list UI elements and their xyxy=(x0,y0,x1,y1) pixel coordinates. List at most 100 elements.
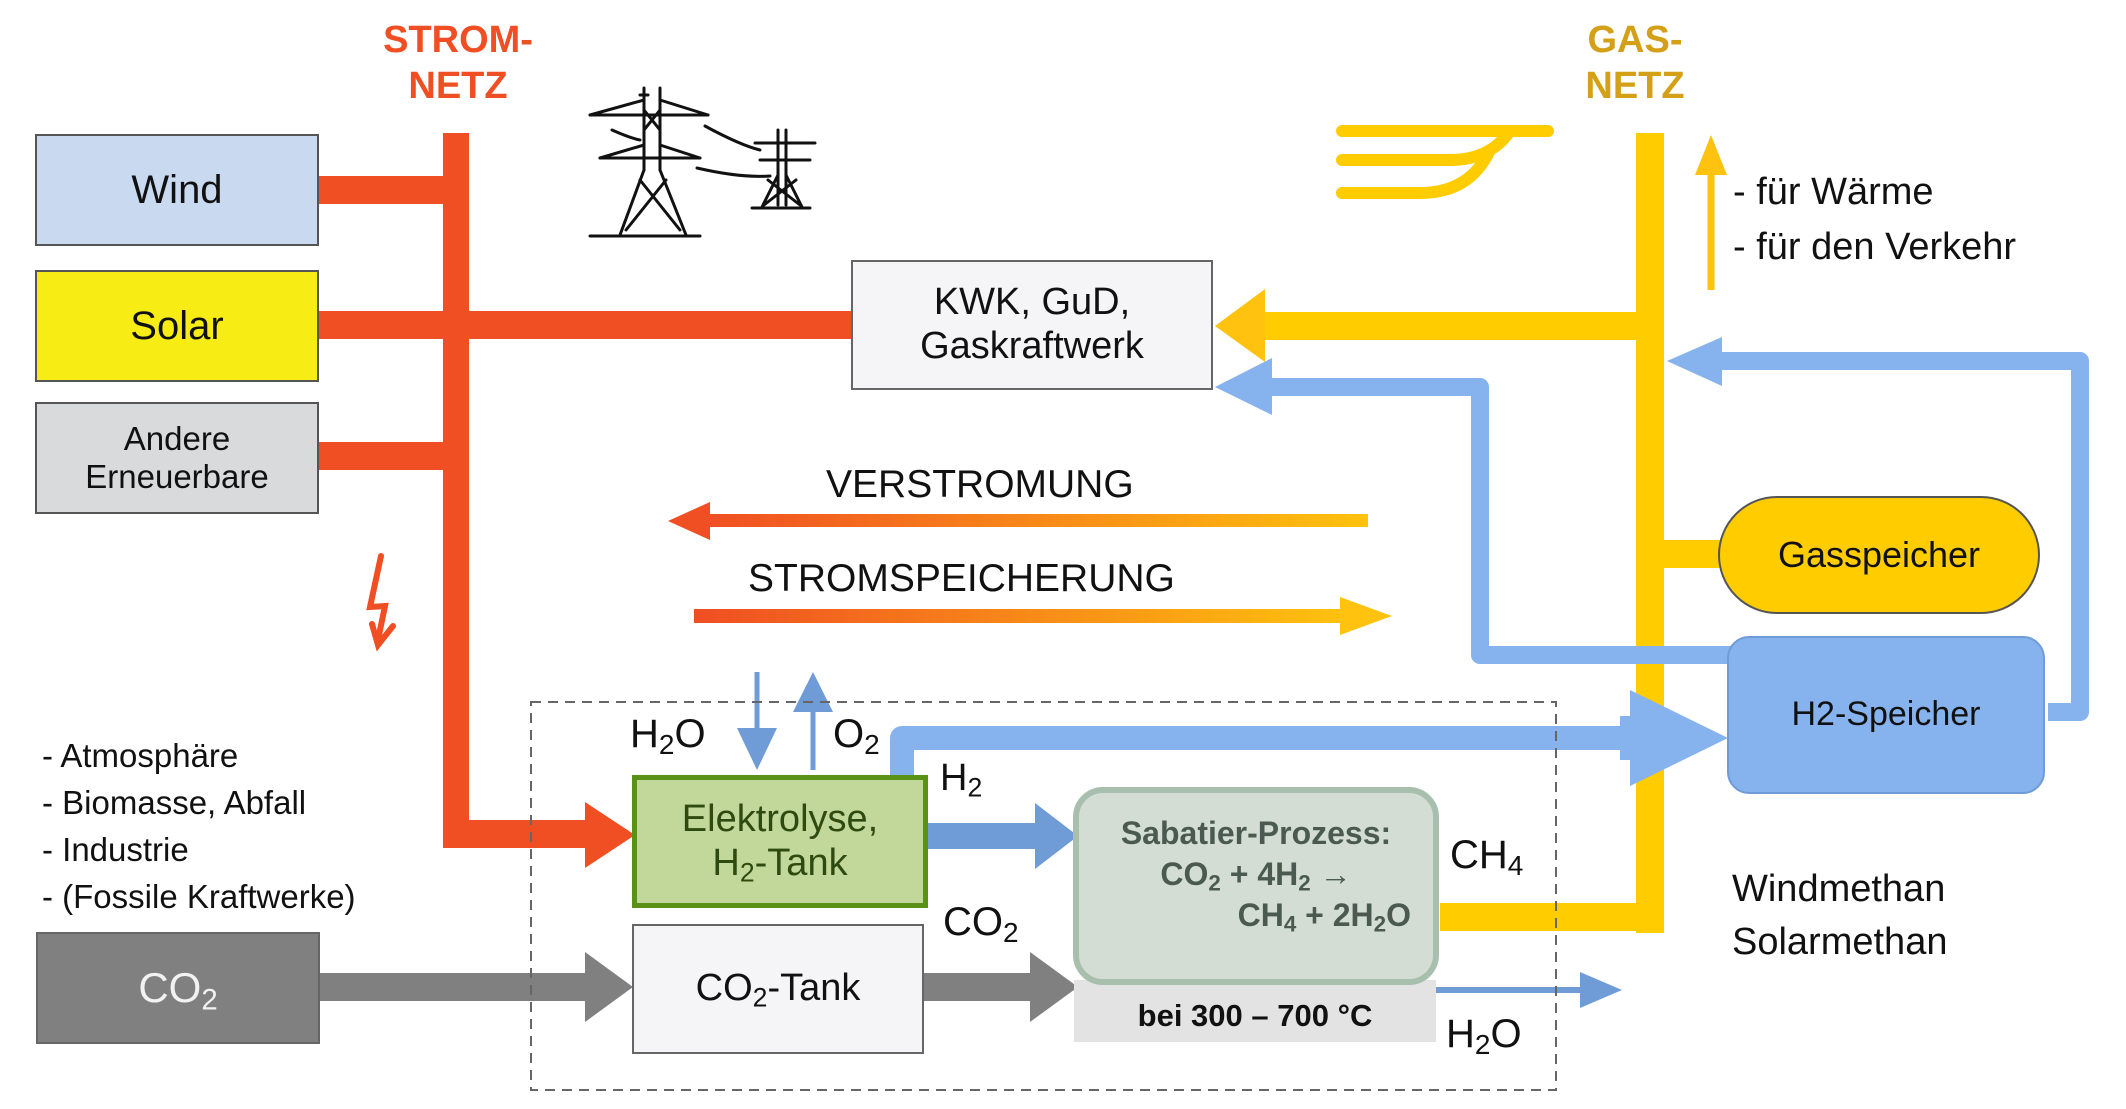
co2-sources-list: - Atmosphäre - Biomasse, Abfall - Indust… xyxy=(42,733,356,920)
sabatier-equation-line1: CO2 + 4H2 → xyxy=(1160,855,1352,896)
co2-source-atmosphere: - Atmosphäre xyxy=(42,737,239,774)
sabatier-temperature: bei 300 – 700 °C xyxy=(1137,998,1373,1034)
formula-text: → xyxy=(1310,855,1352,892)
result-labels: Windmethan Solarmethan xyxy=(1732,863,1947,969)
formula-subscript: 2 xyxy=(1298,870,1311,896)
co2-tank-sub: 2 xyxy=(752,982,768,1013)
verstromung-arrow-shaft xyxy=(700,514,1368,527)
h2-to-sabatier-pipe xyxy=(925,823,1040,849)
andere-label-line1: Andere xyxy=(123,420,231,458)
co2-to-sabatier-arrowhead xyxy=(1030,952,1078,1022)
formula-subscript: 2 xyxy=(658,729,675,760)
sabatier-equation-line2: CH4 + 2H2O xyxy=(1238,896,1411,937)
solar-label: Solar xyxy=(130,304,224,348)
verstromung-label: VERSTROMUNG xyxy=(826,463,1134,506)
co2-source-label-sub: 2 xyxy=(201,983,218,1017)
formula-subscript: 2 xyxy=(967,772,983,803)
co2-source-to-tank-pipe xyxy=(318,973,593,1001)
gasspeicher-connector xyxy=(1660,540,1722,568)
stromspeicherung-label: STROMSPEICHERUNG xyxy=(748,557,1175,600)
formula-text: CO xyxy=(943,900,1003,944)
elektrolyse-to-h2-speicher-pipe xyxy=(890,726,1640,790)
solar-box: Solar xyxy=(35,270,319,382)
h2-to-gasnetz-arrowhead xyxy=(1667,337,1722,386)
co2-pipes xyxy=(318,952,1078,1022)
solarmethan-label: Solarmethan xyxy=(1732,921,1948,964)
elektrolyse-h: H xyxy=(712,841,740,884)
solar-to-kwk-connector xyxy=(318,311,853,339)
formula-text: + 2H xyxy=(1296,896,1374,933)
lightning-icon xyxy=(366,553,396,652)
co2-label: CO2 xyxy=(943,900,1019,947)
verstromung-arrowhead xyxy=(668,502,710,540)
formula-subscript: 4 xyxy=(1283,911,1297,937)
gasspeicher-label: Gasspeicher xyxy=(1777,534,1981,576)
gas-use-heat: - für Wärme xyxy=(1733,171,1934,213)
strom-netz-pipes xyxy=(318,133,853,868)
kwk-label-line2: Gaskraftwerk xyxy=(920,325,1144,367)
o2-out-arrowhead xyxy=(793,672,833,712)
andere-label-line2: Erneuerbare xyxy=(85,458,269,495)
gas-netz-vertical-bus xyxy=(1636,133,1664,933)
formula-text: H xyxy=(1446,1012,1475,1056)
co2-source-label-main: CO xyxy=(138,963,202,1011)
formula-subscript: 2 xyxy=(864,729,880,760)
gas-netz-title-line1: GAS- xyxy=(1587,19,1683,61)
formula-subscript: 2 xyxy=(1373,911,1387,937)
elektrolyse-label-line2: H2-Tank xyxy=(712,842,847,886)
strom-to-elektrolyse-pipe xyxy=(443,820,593,848)
gas-usage-arrowhead xyxy=(1695,135,1727,175)
wind-box: Wind xyxy=(35,134,319,246)
formula-subscript: 2 xyxy=(1208,870,1221,896)
sabatier-process-box: Sabatier-Prozess: CO2 + 4H2 → CH4 + 2H2O xyxy=(1073,787,1439,985)
gas-pipeline-icon xyxy=(1336,125,1554,199)
formula-text: CH xyxy=(1450,833,1508,877)
formula-text: + 4H xyxy=(1220,855,1299,892)
co2-tank-to-sabatier-pipe xyxy=(922,973,1037,1001)
formula-subscript: 2 xyxy=(1003,917,1019,948)
andere-erneuerbare-box: Andere Erneuerbare xyxy=(35,402,319,514)
elektrolyse-label-line1: Elektrolyse, xyxy=(681,797,879,840)
gas-to-kwk-arrowhead xyxy=(1215,289,1265,362)
elektrolyse-box: Elektrolyse, H2-Tank xyxy=(632,775,928,908)
formula-text: H xyxy=(940,757,968,799)
co2-source-industry: - Industrie xyxy=(42,830,189,868)
strom-netz-vertical-bus xyxy=(443,133,469,833)
h2-label: H2 xyxy=(940,757,983,803)
power-pylon-icon xyxy=(588,86,817,238)
gas-netz-title: GAS- NETZ xyxy=(1555,18,1715,109)
h2-to-sabatier-arrowhead xyxy=(1035,803,1078,869)
flow-direction-arrows xyxy=(668,502,1392,635)
h2o-input-label: H2O xyxy=(630,712,706,759)
gas-netz-pipes xyxy=(1215,125,1727,933)
andere-connector xyxy=(318,442,448,470)
stromspeicherung-arrow-shaft xyxy=(694,609,1344,623)
h2-speicher-box: H2-Speicher xyxy=(1727,636,2045,794)
co2-source-biomass: - Biomasse, Abfall xyxy=(42,783,307,821)
wind-label: Wind xyxy=(131,168,223,212)
co2-source-box: CO2 xyxy=(36,932,320,1044)
strom-netz-title: STROM- NETZ xyxy=(358,18,558,109)
co2-source-fossil: - (Fossile Kraftwerke) xyxy=(42,877,356,915)
h2o-out-arrowhead xyxy=(1580,972,1622,1008)
formula-text: O xyxy=(833,712,865,756)
h2-speicher-label: H2-Speicher xyxy=(1791,695,1981,734)
co2-tank-box: CO2-Tank xyxy=(632,924,924,1054)
co2-tank-label: CO2-Tank xyxy=(696,967,861,1011)
h2-pipes xyxy=(737,337,2089,1008)
formula-subscript: 2 xyxy=(1474,1029,1491,1060)
h2-speicher-to-gasnetz-pipe xyxy=(1720,352,2089,721)
h2-speicher-to-kwk-pipe xyxy=(1270,378,1735,664)
formula-text: O xyxy=(1386,896,1411,933)
h2o-in-arrowhead xyxy=(737,728,777,770)
ch4-pipe xyxy=(1440,903,1664,931)
formula-text: O xyxy=(674,712,706,756)
gasspeicher-box: Gasspeicher xyxy=(1718,496,2040,614)
gas-netz-title-line2: NETZ xyxy=(1585,64,1685,107)
kwk-label-line1: KWK, GuD, xyxy=(933,281,1131,324)
o2-output-label: O2 xyxy=(833,712,880,759)
gas-uses-list: - für Wärme - für den Verkehr xyxy=(1733,165,2016,275)
formula-text: H xyxy=(630,712,659,756)
formula-subscript: 4 xyxy=(1507,850,1524,881)
co2-source-label: CO2 xyxy=(138,963,217,1015)
